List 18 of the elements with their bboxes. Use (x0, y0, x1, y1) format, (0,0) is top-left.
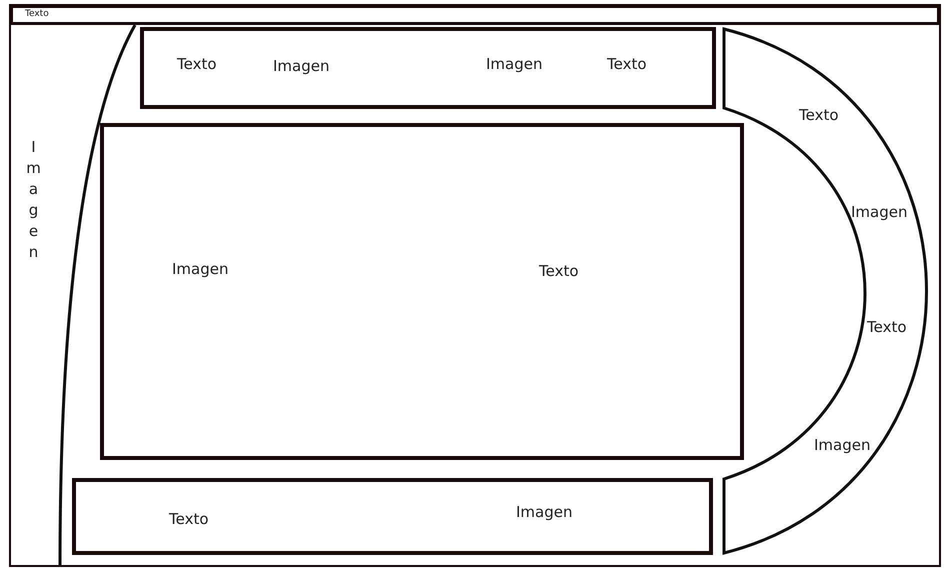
placeholder-label: Imagen (516, 503, 572, 521)
placeholder-label: Texto (539, 262, 579, 280)
panel (72, 478, 713, 555)
placeholder-label: Texto (169, 510, 209, 528)
placeholder-label: Imagen (26, 137, 41, 263)
placeholder-label: Texto (867, 318, 907, 336)
placeholder-label: Texto (799, 106, 839, 124)
placeholder-label: Texto (177, 55, 217, 73)
panel (140, 27, 716, 109)
placeholder-label: Imagen (814, 436, 870, 454)
placeholder-label: Texto (607, 55, 647, 73)
panel (100, 123, 744, 460)
placeholder-label: Texto (25, 9, 49, 20)
header-bar (10, 5, 940, 25)
placeholder-label: Imagen (273, 57, 330, 75)
placeholder-label: Imagen (851, 203, 908, 221)
placeholder-label: Imagen (172, 260, 228, 278)
placeholder-label: Imagen (486, 55, 542, 73)
